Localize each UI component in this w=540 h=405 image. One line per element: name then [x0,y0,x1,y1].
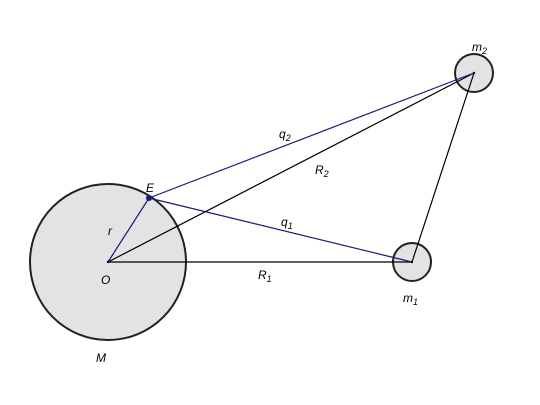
label-m1: m1 [403,291,418,307]
point-m2-center [472,71,476,75]
line-r [107,197,150,263]
line-m1-m2 [411,72,475,263]
point-E [146,195,152,201]
label-O: O [101,273,110,287]
label-r: r [108,224,113,238]
point-m1-center [410,260,414,264]
label-E: E [146,181,155,195]
line-q2 [148,72,475,199]
label-m2: m2 [472,40,487,56]
line-q1 [148,197,413,263]
label-R2: R2 [315,163,329,179]
label-M: M [96,351,106,365]
label-q1: q1 [281,215,293,231]
label-R1: R1 [258,268,272,284]
line-R2 [107,72,475,263]
label-q2: q2 [279,127,291,143]
point-O [106,260,110,264]
